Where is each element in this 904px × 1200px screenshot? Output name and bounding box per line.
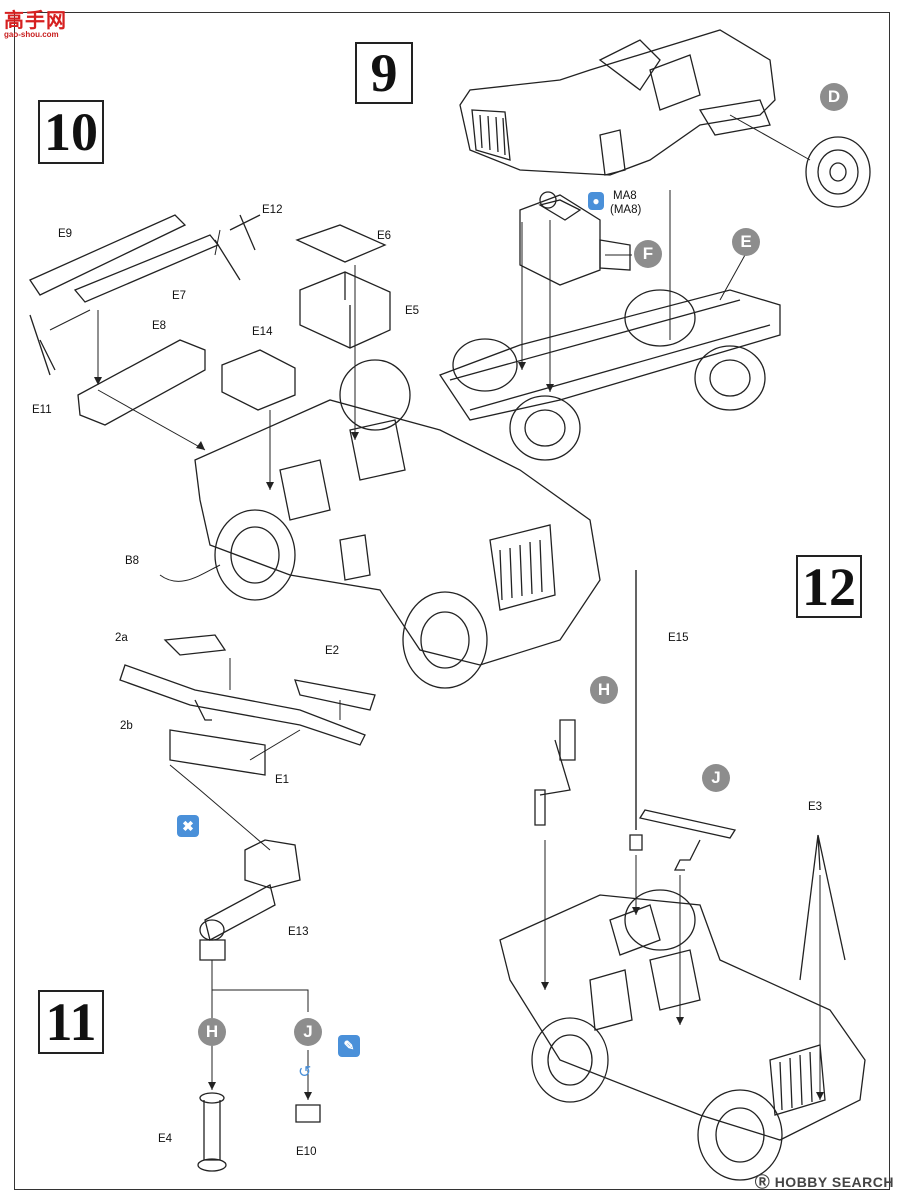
label-e10: E10	[296, 1146, 317, 1158]
site-logo: 高手网 gao-shou.com	[4, 4, 67, 39]
step-11-number: 11	[45, 992, 97, 1052]
subassembly-e-marker: E	[732, 228, 760, 256]
jeep-main-step10	[194, 359, 601, 689]
site-logo-text: 高手网	[4, 10, 67, 32]
label-e14: E14	[252, 326, 273, 338]
step-9-number: 9	[370, 43, 398, 103]
watermark: Ⓡ HOBBY SEARCH	[755, 1171, 894, 1192]
page-border	[14, 12, 890, 1190]
chassis-e	[439, 289, 781, 461]
site-logo-url: gao-shou.com	[4, 30, 59, 39]
label-ma8-alt: (MA8)	[610, 204, 642, 216]
step-9-box: 9	[355, 42, 413, 104]
label-e1: E1	[275, 774, 290, 786]
part-b8-line	[159, 564, 221, 582]
part-e4	[197, 1092, 227, 1172]
jeep-main-step12	[499, 889, 866, 1181]
part-e10	[295, 1104, 321, 1123]
label-e11: E11	[32, 404, 52, 416]
box-e6-e5	[295, 224, 391, 349]
box-e8	[77, 339, 206, 426]
watermark-text: HOBBY SEARCH	[774, 1174, 894, 1190]
subassembly-h-marker-bottom: H	[198, 1018, 226, 1046]
brush-icon: ✎	[338, 1035, 360, 1057]
label-e12: E12	[262, 204, 283, 216]
step-12-box: 12	[796, 555, 862, 618]
step-11-box: 11	[38, 990, 104, 1054]
label-2a: 2a	[115, 632, 128, 644]
label-2b: 2b	[120, 720, 133, 732]
mg-j-stand	[638, 809, 737, 871]
subassembly-f-marker: F	[634, 240, 662, 268]
label-e7: E7	[172, 290, 187, 302]
label-e5: E5	[405, 305, 420, 317]
glue-drop-icon: ●	[588, 192, 604, 210]
rotate-arrow-icon: ↺	[298, 1064, 312, 1081]
step-10-number: 10	[44, 102, 98, 162]
mount-e13	[199, 839, 301, 961]
subassembly-j-marker-top: J	[702, 764, 730, 792]
label-b8: B8	[125, 555, 140, 567]
mg-h-stand	[534, 719, 576, 826]
step-10-box: 10	[38, 100, 104, 164]
tripod-e3	[799, 834, 846, 981]
label-e3: E3	[808, 801, 823, 813]
label-ma8: MA8	[613, 190, 637, 202]
step-12-number: 12	[802, 556, 856, 617]
engine-f	[519, 191, 631, 286]
label-e9: E9	[58, 228, 73, 240]
label-e13: E13	[288, 926, 309, 938]
label-e2: E2	[325, 645, 340, 657]
subassembly-d-marker: D	[820, 83, 848, 111]
jeep-body-top	[459, 29, 776, 176]
watermark-logo-icon: Ⓡ	[754, 1174, 771, 1191]
label-e4: E4	[158, 1133, 173, 1145]
subassembly-h-marker-top: H	[590, 676, 618, 704]
label-e15: E15	[668, 632, 689, 644]
wheel-d	[805, 136, 871, 208]
subassembly-j-marker-bottom: J	[294, 1018, 322, 1046]
box-e14	[221, 349, 296, 411]
part-e12	[214, 214, 261, 281]
do-not-glue-icon: ✖	[177, 815, 199, 837]
part-e11	[29, 314, 56, 376]
label-e8: E8	[152, 320, 167, 332]
label-e6: E6	[377, 230, 392, 242]
machine-gun-assembly	[119, 634, 376, 776]
